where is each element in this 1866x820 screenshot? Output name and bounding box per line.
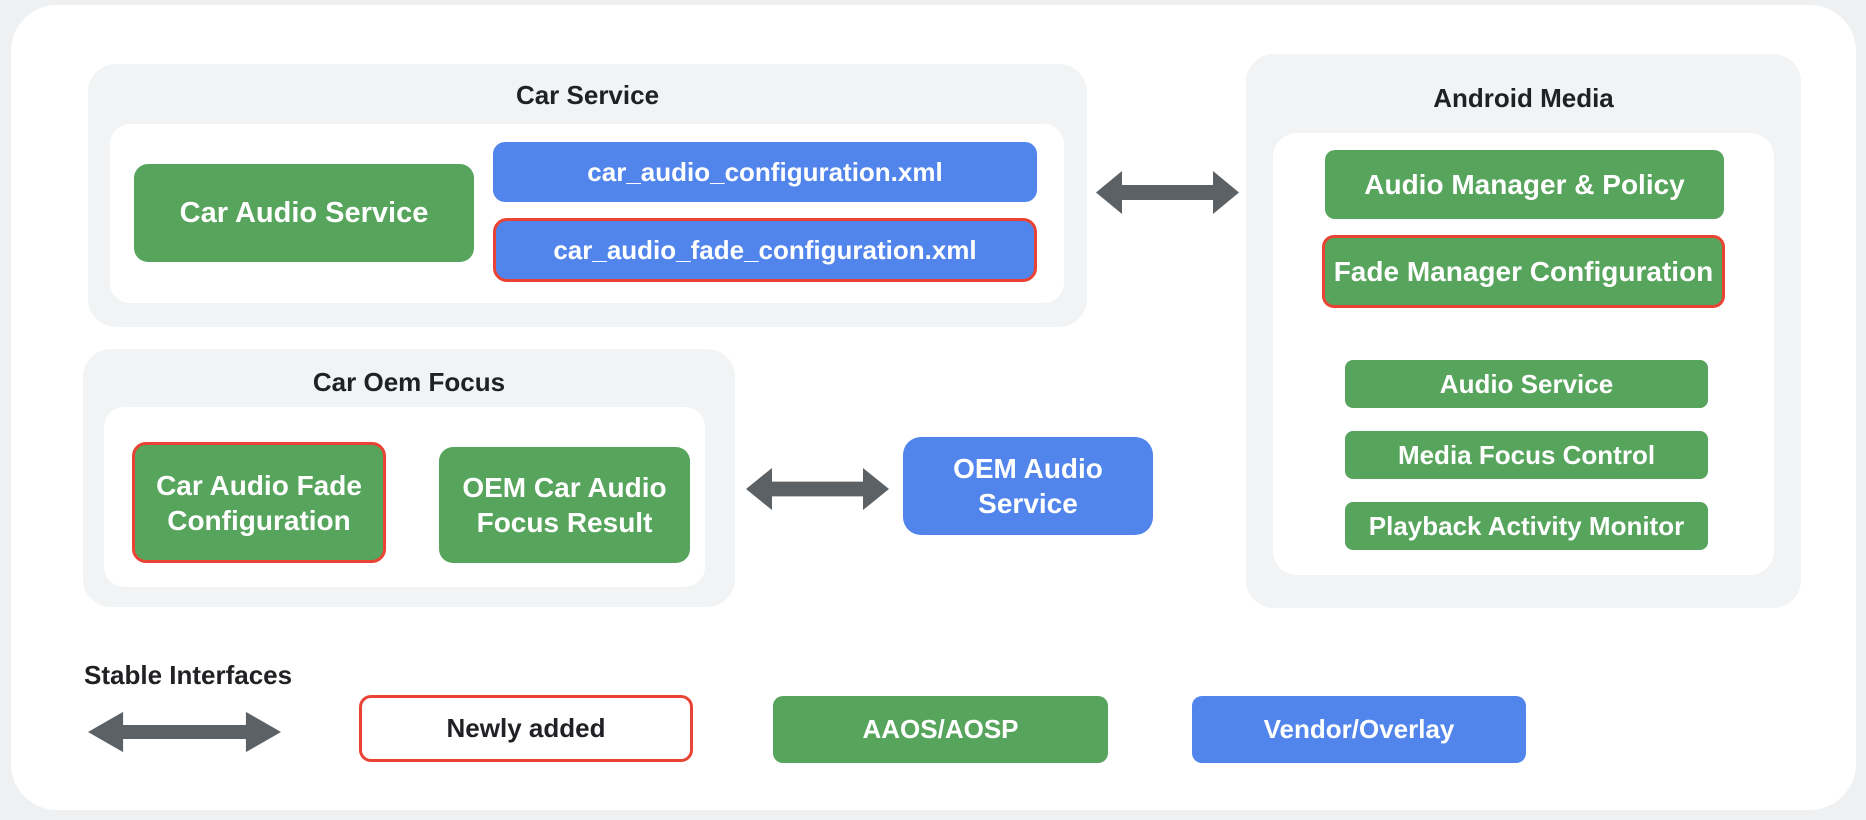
car-audio-configuration-xml-box: car_audio_configuration.xml [493,142,1037,202]
car-audio-service-label: Car Audio Service [179,196,429,229]
car-oem-focus-container: Car Oem Focus Car Audio Fade Configurati… [83,349,735,607]
legend-aaos-aosp-box: AAOS/AOSP [773,696,1108,763]
stable-interfaces-label: Stable Interfaces [84,660,293,690]
android-media-container: Android Media Audio Manager & Policy Fad… [1246,54,1801,608]
legend-vendor-overlay-box: Vendor/Overlay [1192,696,1526,763]
car-audio-fade-configuration-xml-label: car_audio_fade_configuration.xml [553,234,977,265]
playback-activity-monitor-box: Playback Activity Monitor [1345,502,1708,550]
car-audio-fade-configuration-box: Car Audio Fade Configuration [132,442,386,563]
car-oem-focus-inner-panel: Car Audio Fade Configuration OEM Car Aud… [104,407,705,587]
legend-vendor-overlay-label: Vendor/Overlay [1263,714,1455,744]
oem-car-audio-focus-result-label: OEM Car Audio Focus Result [462,472,667,538]
android-media-title: Android Media [1433,83,1614,113]
media-focus-control-label: Media Focus Control [1397,439,1656,470]
oem-audio-service-label: OEM Audio Service [953,453,1103,519]
car-service-inner-panel: Car Audio Service car_audio_configuratio… [110,124,1064,303]
car-audio-fade-configuration-xml-box: car_audio_fade_configuration.xml [493,218,1037,282]
stable-interfaces-arrow-icon [88,710,281,754]
oem-audio-service-box: OEM Audio Service [903,437,1153,535]
car-oem-focus-title: Car Oem Focus [312,367,506,397]
bidirectional-arrow-icon [746,466,889,512]
car-service-container: Car Service Car Audio Service car_audio_… [88,64,1087,327]
audio-service-box: Audio Service [1345,360,1708,408]
bidirectional-arrow-icon [1096,169,1239,216]
legend-newly-added-box: Newly added [359,695,693,762]
car-audio-fade-configuration-label: Car Audio Fade Configuration [156,469,362,536]
car-service-title: Car Service [515,80,660,110]
audio-service-label: Audio Service [1439,368,1614,399]
media-focus-control-box: Media Focus Control [1345,431,1708,479]
android-media-inner-panel: Audio Manager & Policy Fade Manager Conf… [1273,133,1774,575]
slide-background: Car Service Car Audio Service car_audio_… [11,5,1856,810]
legend-newly-added-label: Newly added [446,713,606,743]
audio-manager-policy-box: Audio Manager & Policy [1325,150,1724,219]
oem-car-audio-focus-result-box: OEM Car Audio Focus Result [439,447,690,563]
fade-manager-configuration-box: Fade Manager Configuration [1322,235,1725,308]
legend-aaos-aosp-label: AAOS/AOSP [862,714,1019,744]
playback-activity-monitor-label: Playback Activity Monitor [1368,510,1685,541]
car-audio-service-box: Car Audio Service [134,164,474,262]
audio-manager-policy-label: Audio Manager & Policy [1364,169,1685,200]
car-audio-configuration-xml-label: car_audio_configuration.xml [587,156,943,187]
fade-manager-configuration-label: Fade Manager Configuration [1333,256,1714,287]
